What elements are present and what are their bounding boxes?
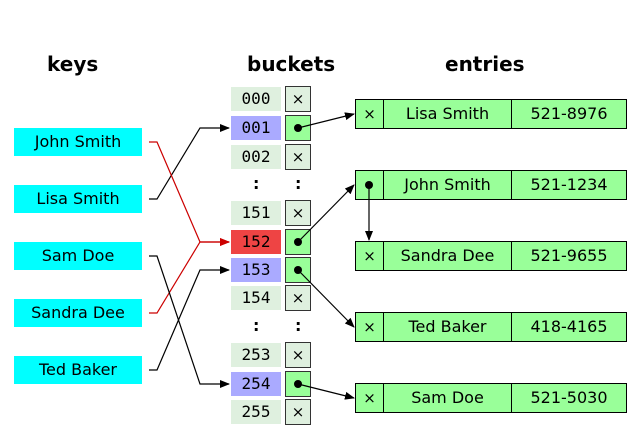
pointer-arrow	[297, 112, 355, 129]
bucket-151: 151	[231, 201, 281, 225]
entry-john-smith: John Smith 521-1234	[355, 170, 627, 200]
entry-next-empty: ×	[356, 242, 384, 270]
pointer-arrow	[297, 269, 355, 328]
bucket-254: 254	[231, 372, 281, 396]
entry-next-pointer	[356, 171, 384, 199]
slot-empty: ×	[285, 342, 311, 368]
entry-sandra-dee: × Sandra Dee 521-9655	[355, 241, 627, 271]
entry-phone: 521-9655	[530, 246, 608, 265]
bucket-001: 001	[231, 116, 281, 140]
entries-header: entries	[445, 52, 525, 76]
entry-next-empty: ×	[356, 100, 384, 128]
slot-empty: ×	[285, 200, 311, 226]
entry-next-empty: ×	[356, 313, 384, 341]
slot-empty: ×	[285, 86, 311, 112]
pointer-arrow	[297, 383, 355, 400]
key-john-smith: John Smith	[14, 128, 142, 156]
entry-sam-doe: × Sam Doe 521-5030	[355, 383, 627, 413]
bucket-152: 152	[231, 230, 281, 254]
slot-empty: ×	[285, 144, 311, 170]
bucket-253: 253	[231, 343, 281, 367]
hash-arrow-sandra-dee	[149, 238, 230, 314]
buckets-header: buckets	[247, 52, 336, 76]
bucket-000: 000	[231, 87, 281, 111]
bucket-154: 154	[231, 286, 281, 310]
key-sam-doe: Sam Doe	[14, 242, 142, 270]
entry-name: Sam Doe	[384, 384, 512, 412]
entry-lisa-smith: × Lisa Smith 521-8976	[355, 99, 627, 129]
entry-next-empty: ×	[356, 384, 384, 412]
bucket-ellipsis: :	[253, 174, 260, 193]
key-ted-baker: Ted Baker	[14, 356, 142, 384]
slot-ellipsis: :	[295, 174, 302, 193]
entry-name: John Smith	[384, 171, 512, 199]
bucket-153: 153	[231, 258, 281, 282]
pointer-arrow	[297, 184, 355, 243]
entry-phone: 521-1234	[530, 175, 608, 194]
entry-phone: 521-8976	[530, 104, 608, 123]
entry-phone: 521-5030	[530, 388, 608, 407]
hash-arrow-sam-doe	[149, 255, 230, 388]
entry-name: Sandra Dee	[384, 242, 512, 270]
key-sandra-dee: Sandra Dee	[14, 299, 142, 327]
entry-name: Ted Baker	[384, 313, 512, 341]
bucket-002: 002	[231, 145, 281, 169]
entry-ted-baker: × Ted Baker 418-4165	[355, 312, 627, 342]
slot-empty: ×	[285, 399, 311, 425]
bucket-255: 255	[231, 400, 281, 424]
key-lisa-smith: Lisa Smith	[14, 185, 142, 213]
slot-pointer	[285, 115, 311, 141]
slot-ellipsis: :	[295, 316, 302, 335]
hash-arrow-lisa-smith	[149, 124, 230, 200]
entry-name: Lisa Smith	[384, 100, 512, 128]
keys-header: keys	[47, 52, 99, 76]
hash-arrow-ted-baker	[149, 266, 230, 371]
entry-phone: 418-4165	[530, 317, 608, 336]
bucket-ellipsis: :	[253, 316, 260, 335]
slot-empty: ×	[285, 285, 311, 311]
